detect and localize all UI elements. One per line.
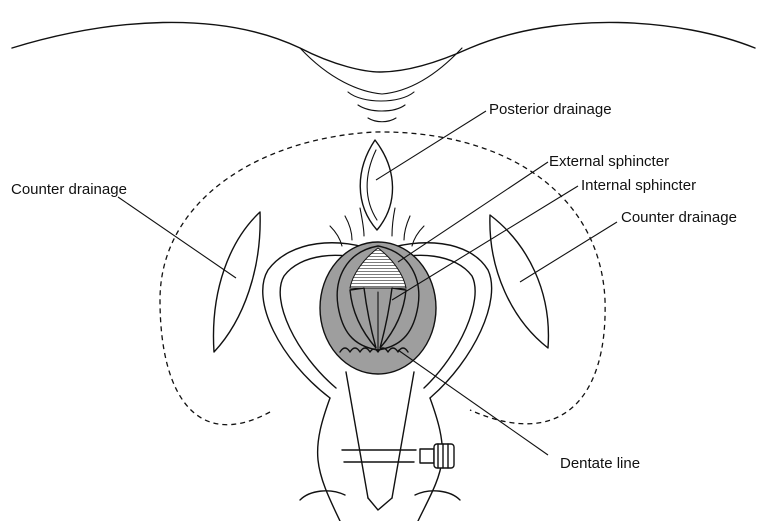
screw-knob [420,444,454,468]
cleft-curve-4 [368,118,396,122]
label-counter-drainage-right: Counter drainage [621,209,737,227]
leader-counter-drainage-left [118,197,236,278]
perianal-folds [330,208,424,246]
leader-external-sphincter [398,162,548,262]
posterior-incision [360,140,392,230]
leader-dentate-line [398,350,548,455]
label-dentate-line: Dentate line [560,455,640,473]
left-incision [213,212,260,352]
leader-counter-drainage-right [520,222,617,282]
label-external-sphincter: External sphincter [549,153,669,171]
buttocks-contour [12,22,755,72]
leader-posterior-drainage [376,111,486,180]
natal-cleft [300,48,462,94]
label-counter-drainage-left: Counter drainage [11,181,127,199]
cleft-curve-3 [358,105,405,111]
label-internal-sphincter: Internal sphincter [581,177,696,195]
label-posterior-drainage: Posterior drainage [489,101,612,119]
cleft-curve-2 [348,92,414,101]
posterior-incision-inner [367,150,377,220]
